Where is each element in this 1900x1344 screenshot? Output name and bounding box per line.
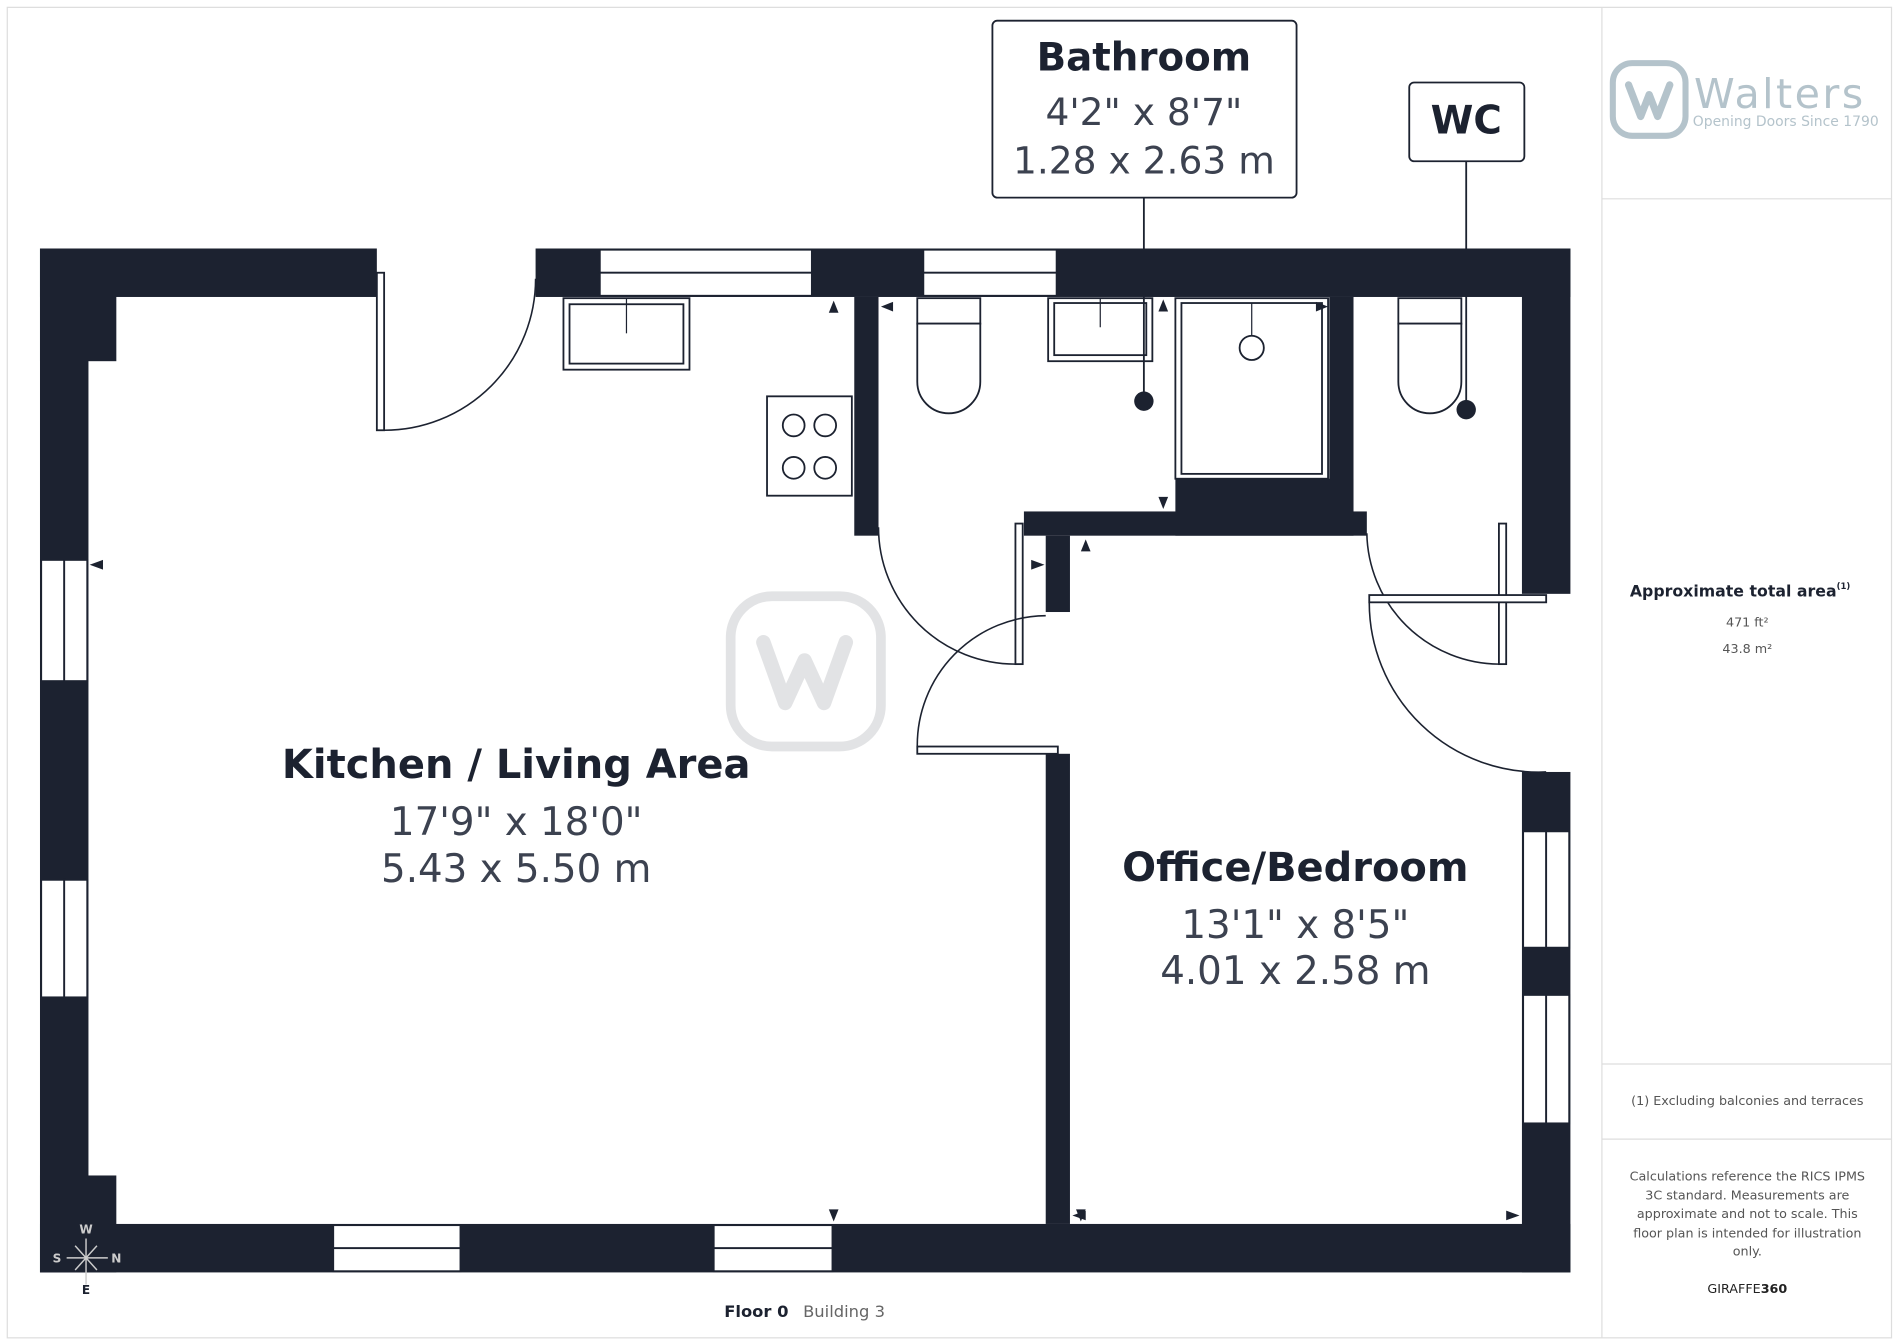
disclaimer: Calculations reference the RICS IPMS 3C … — [1630, 1168, 1865, 1258]
room-dims-imperial: 13'1" x 8'5" — [1181, 903, 1409, 948]
watermark-logo — [725, 591, 886, 752]
kitchen-label: Kitchen / Living Area 17'9" x 18'0" 5.43… — [282, 742, 751, 892]
compass-s: S — [53, 1252, 62, 1266]
credit: GIRAFFE360 — [1707, 1281, 1787, 1296]
area-m: 43.8 m² — [1722, 641, 1772, 656]
page-frame — [6, 6, 1893, 1339]
room-name: WC — [1431, 98, 1502, 143]
compass-e: E — [82, 1283, 90, 1297]
toilet — [1397, 297, 1463, 415]
dimension-arrows — [89, 299, 1520, 1222]
disclaimer-line: 3C standard. Measurements are — [1645, 1188, 1849, 1203]
walters-logo: Walters Opening Doors Since 1790 — [1609, 60, 1879, 139]
disclaimer-line: only. — [1733, 1243, 1762, 1258]
compass-icon: W S N E — [53, 1223, 122, 1298]
windows — [40, 248, 1571, 1273]
disclaimer-line: floor plan is intended for illustration — [1633, 1225, 1861, 1240]
hob — [766, 395, 853, 497]
office-label: Office/Bedroom 13'1" x 8'5" 4.01 x 2.58 … — [1122, 845, 1468, 994]
bathroom-label: Bathroom 4'2" x 8'7" 1.28 x 2.63 m — [991, 19, 1298, 411]
area-ft: 471 ft² — [1726, 615, 1769, 630]
wc-label: WC — [1408, 81, 1526, 420]
compass-w: W — [79, 1223, 92, 1237]
room-name: Bathroom — [1037, 35, 1252, 80]
doors — [375, 271, 1548, 773]
room-name: Kitchen / Living Area — [282, 742, 751, 788]
room-dims-metric: 4.01 x 2.58 m — [1160, 949, 1430, 994]
disclaimer-line: Calculations reference the RICS IPMS — [1630, 1168, 1865, 1183]
room-name: Office/Bedroom — [1122, 845, 1468, 891]
area-footnote: (1) Excluding balconies and terraces — [1631, 1093, 1863, 1108]
fixtures — [562, 297, 1463, 497]
room-dims-imperial: 4'2" x 8'7" — [1045, 90, 1242, 134]
room-dims-imperial: 17'9" x 18'0" — [390, 800, 643, 845]
area-title: Approximate total area(1) — [1630, 581, 1850, 600]
brand-name: Walters — [1694, 70, 1866, 118]
toilet — [916, 297, 982, 415]
compass-n: N — [111, 1252, 121, 1266]
room-dims-metric: 5.43 x 5.50 m — [381, 847, 651, 892]
room-dims-metric: 1.28 x 2.63 m — [1013, 138, 1275, 182]
brand-tagline: Opening Doors Since 1790 — [1693, 114, 1879, 130]
disclaimer-line: approximate and not to scale. This — [1637, 1206, 1858, 1221]
